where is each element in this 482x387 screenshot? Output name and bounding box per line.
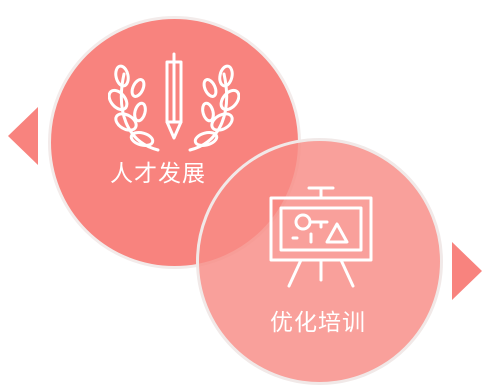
- next-arrow-icon[interactable]: [452, 242, 482, 300]
- presentation-board-icon: [269, 186, 373, 288]
- talent-development-label: 人才发展: [110, 161, 206, 187]
- laurel-pencil-icon: [108, 52, 240, 152]
- optimize-training-label: 优化培训: [270, 310, 366, 336]
- prev-arrow-icon[interactable]: [8, 107, 38, 165]
